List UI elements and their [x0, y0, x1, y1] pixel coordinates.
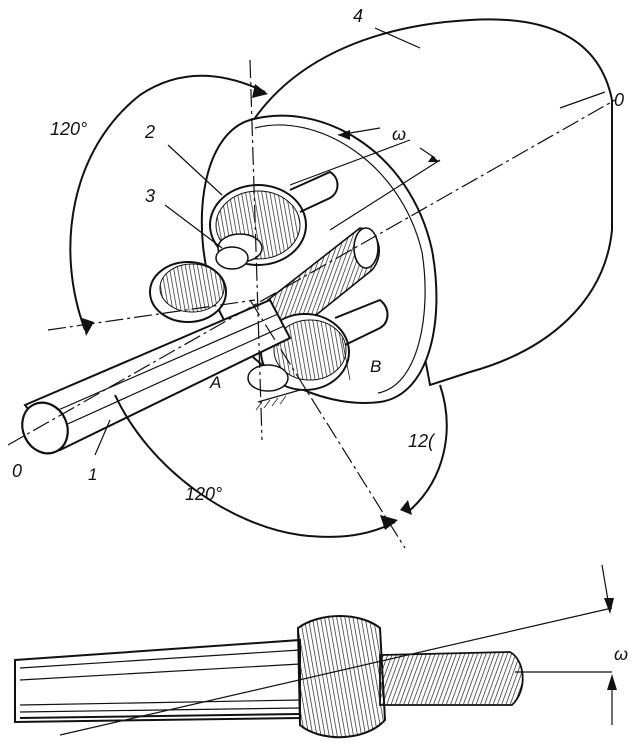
label-angle-top-left: 120°	[50, 119, 87, 139]
omega-arrows	[337, 127, 440, 162]
roller-3-shaft	[215, 246, 249, 270]
detail-view	[14, 564, 617, 739]
support-a	[255, 389, 301, 411]
label-angle-bottom: 120°	[185, 484, 222, 504]
roller-left	[149, 261, 227, 323]
drum-housing	[253, 18, 613, 387]
arc-top-left	[69, 74, 268, 336]
label-omega-bottom: ω	[614, 644, 628, 664]
vertical-axis	[249, 59, 263, 441]
label-part-2: 2	[144, 122, 155, 142]
omega-lines	[289, 139, 441, 231]
center-axis	[7, 99, 616, 446]
arc-bottom	[114, 394, 398, 538]
label-point-a: A	[209, 373, 221, 392]
label-part-3: 3	[145, 186, 155, 206]
leader-lines	[94, 27, 606, 456]
label-part-1: 1	[88, 465, 97, 484]
label-omega-top: ω	[392, 124, 406, 144]
label-part-4: 4	[353, 6, 363, 26]
label-point-b: B	[370, 357, 381, 376]
label-axis-right: 0	[614, 90, 624, 110]
diagonal-axis-bottom	[249, 299, 406, 549]
roller-2	[209, 170, 339, 266]
label-axis-left: 0	[12, 461, 22, 481]
label-angle-right: 12(	[408, 431, 436, 451]
workpiece-rod	[21, 298, 292, 455]
arc-right	[400, 384, 448, 515]
